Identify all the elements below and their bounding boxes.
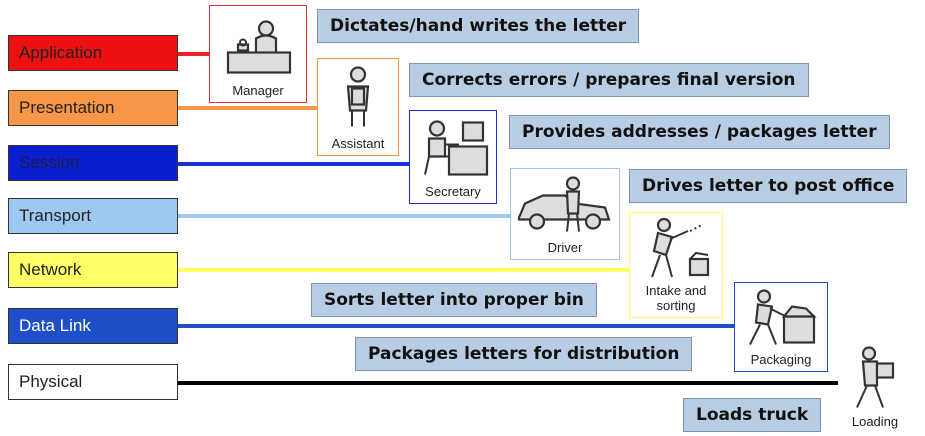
assistant-icon	[346, 66, 370, 127]
layer-data-link: Data Link	[8, 308, 178, 344]
datalink-connector-line	[178, 324, 734, 328]
layer-session: Session	[8, 145, 178, 181]
layer-label: Presentation	[19, 98, 115, 117]
role-label: Assistant	[331, 136, 385, 151]
layer-label: Transport	[19, 206, 92, 225]
layer-physical: Physical	[8, 364, 178, 400]
sorting-worker-icon	[651, 217, 710, 278]
role-label: Secretary	[425, 184, 481, 199]
driver-with-car-icon	[517, 176, 611, 232]
role-driver: Driver	[510, 168, 620, 260]
layer-label: Session	[19, 153, 80, 172]
description-application: Dictates/hand writes the letter	[317, 9, 640, 43]
transport-connector-line	[178, 214, 510, 218]
role-manager: Manager	[209, 5, 307, 103]
role-label: Packaging	[750, 352, 812, 367]
description-session: Provides addresses / packages letter	[509, 115, 890, 149]
layer-label: Application	[19, 43, 103, 62]
role-packaging: Packaging	[734, 282, 828, 372]
manager-at-desk-icon	[226, 20, 292, 74]
description-network: Sorts letter into proper bin	[311, 283, 597, 317]
role-loading: Loading	[838, 342, 912, 434]
role-secretary: Secretary	[409, 110, 497, 204]
network-connector-line	[178, 268, 630, 272]
layer-label: Network	[19, 260, 82, 279]
application-connector-line	[178, 52, 210, 56]
role-intake-and-sorting: Intake and sorting	[629, 212, 723, 318]
role-label: Loading	[851, 414, 899, 429]
layer-transport: Transport	[8, 198, 178, 234]
layer-label: Physical	[19, 372, 83, 391]
role-label: Intake and sorting	[645, 283, 707, 313]
role-assistant: Assistant	[317, 58, 399, 156]
packaging-worker-icon	[749, 289, 817, 345]
description-data-link: Packages letters for distribution	[355, 337, 693, 371]
layer-label: Data Link	[19, 316, 91, 335]
secretary-at-computer-icon	[424, 120, 489, 176]
layer-presentation: Presentation	[8, 90, 178, 126]
layer-application: Application	[8, 35, 178, 71]
description-physical: Loads truck	[683, 398, 822, 432]
role-label: Manager	[232, 83, 284, 98]
physical-connector-line	[178, 381, 838, 385]
presentation-connector-line	[178, 106, 318, 110]
description-transport: Drives letter to post office	[629, 169, 908, 203]
loading-worker-icon	[856, 346, 895, 408]
role-label: Driver	[547, 240, 583, 255]
layer-network: Network	[8, 252, 178, 288]
description-presentation: Corrects errors / prepares final version	[409, 63, 809, 97]
session-connector-line	[178, 162, 410, 166]
